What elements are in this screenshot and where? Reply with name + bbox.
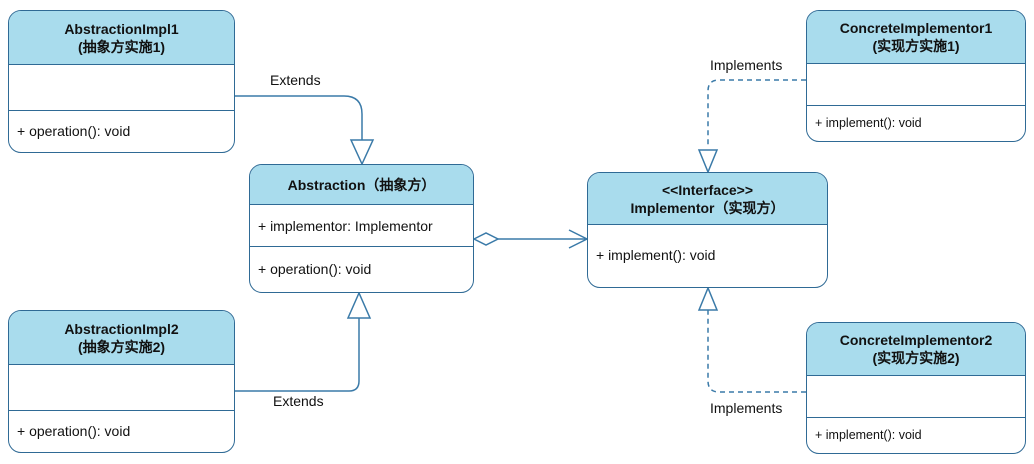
realization-arrowhead-bottom [697, 286, 719, 311]
implementor-attribute: + implementor: Implementor [250, 205, 473, 247]
stereotype: <<Interface>> [661, 181, 754, 198]
class-name: ConcreteImplementor1 [839, 20, 993, 36]
operation-method: + operation(): void [17, 423, 131, 439]
operation-method: + operation(): void [17, 123, 131, 139]
operation-method: + operation(): void [258, 261, 372, 277]
extends-connector-bottom [235, 318, 360, 392]
implements-connector-bottom [707, 310, 806, 393]
class-name: ConcreteImplementor2 [839, 332, 993, 348]
extends-connector-top [235, 95, 363, 140]
implements-connector-top [707, 79, 806, 148]
extends-label-top: Extends [270, 72, 321, 88]
interface-implementor: <<Interface>> Implementor（实现方） + impleme… [587, 172, 828, 288]
class-abstraction-impl2: AbstractionImpl2 (抽象方实施2) + operation():… [8, 310, 235, 453]
class-header: Abstraction（抽象方） [250, 165, 473, 205]
attributes-section [807, 64, 1025, 106]
class-subtitle: (实现方实施1) [872, 38, 960, 54]
realization-arrowhead-top [697, 149, 719, 174]
extends-label-bottom: Extends [273, 393, 324, 409]
class-header: <<Interface>> Implementor（实现方） [588, 173, 827, 225]
class-name: AbstractionImpl2 [64, 320, 179, 337]
implements-label-bottom: Implements [710, 400, 783, 416]
class-header: AbstractionImpl2 (抽象方实施2) [9, 311, 234, 365]
class-abstraction-impl1: AbstractionImpl1 (抽象方实施1) + operation():… [8, 10, 235, 153]
class-name: Implementor（实现方） [630, 199, 785, 216]
class-concrete-implementor2: ConcreteImplementor2 (实现方实施2) + implemen… [806, 322, 1026, 454]
class-header: ConcreteImplementor1 (实现方实施1) [807, 11, 1025, 64]
implement-method: + implement(): void [815, 116, 922, 130]
class-name: AbstractionImpl1 [64, 20, 179, 37]
class-name: Abstraction（抽象方） [287, 176, 436, 193]
class-header: AbstractionImpl1 (抽象方实施1) [9, 11, 234, 65]
generalization-arrowhead-top [349, 139, 375, 166]
class-subtitle: (实现方实施2) [872, 350, 960, 366]
attributes-section [9, 65, 234, 111]
class-abstraction: Abstraction（抽象方） + implementor: Implemen… [249, 164, 474, 293]
attributes-section [9, 365, 234, 411]
class-concrete-implementor1: ConcreteImplementor1 (实现方实施1) + implemen… [806, 10, 1026, 142]
aggregation-diamond [472, 232, 500, 246]
generalization-arrowhead-bottom [346, 291, 372, 319]
implements-label-top: Implements [710, 57, 783, 73]
implement-method: + implement(): void [815, 428, 922, 442]
class-subtitle: (抽象方实施2) [77, 338, 166, 355]
class-header: ConcreteImplementor2 (实现方实施2) [807, 323, 1025, 376]
attributes-section [807, 376, 1025, 418]
class-subtitle: (抽象方实施1) [77, 38, 166, 55]
implement-method: + implement(): void [596, 247, 716, 263]
